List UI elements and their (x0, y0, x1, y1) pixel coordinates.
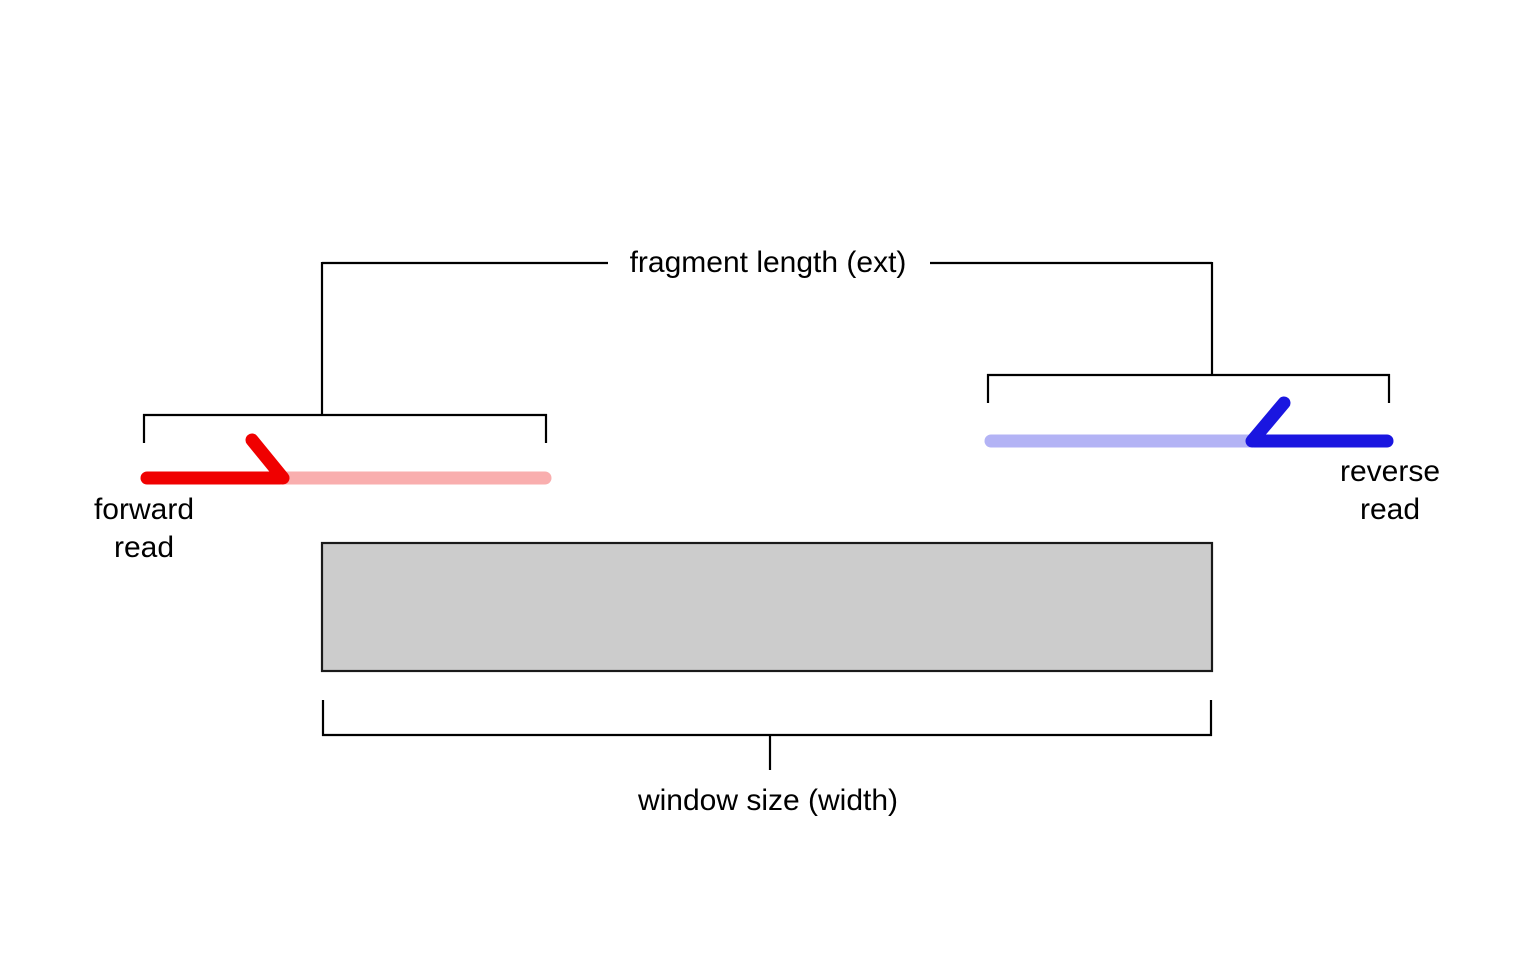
reverse-read-arrowhead-icon (1245, 396, 1291, 448)
window-size-box (320, 541, 1214, 673)
fragment-length-bracket (320, 261, 1214, 415)
forward-read-bracket (142, 413, 548, 443)
forward-read-arrowhead-icon (245, 433, 290, 485)
forward-read-label-line2: read (114, 531, 174, 564)
forward-read-glyph (140, 433, 552, 485)
reverse-read-label-line1: reverse (1340, 455, 1440, 488)
window-size-bracket (321, 700, 1213, 770)
window-size-label: window size (width) (637, 784, 898, 817)
forward-read-label-line1: forward (94, 493, 194, 526)
reverse-read-label-line2: read (1360, 493, 1420, 526)
reverse-read-bracket (986, 373, 1391, 403)
reverse-read-glyph (984, 396, 1394, 448)
fragment-length-label: fragment length (ext) (630, 246, 907, 279)
